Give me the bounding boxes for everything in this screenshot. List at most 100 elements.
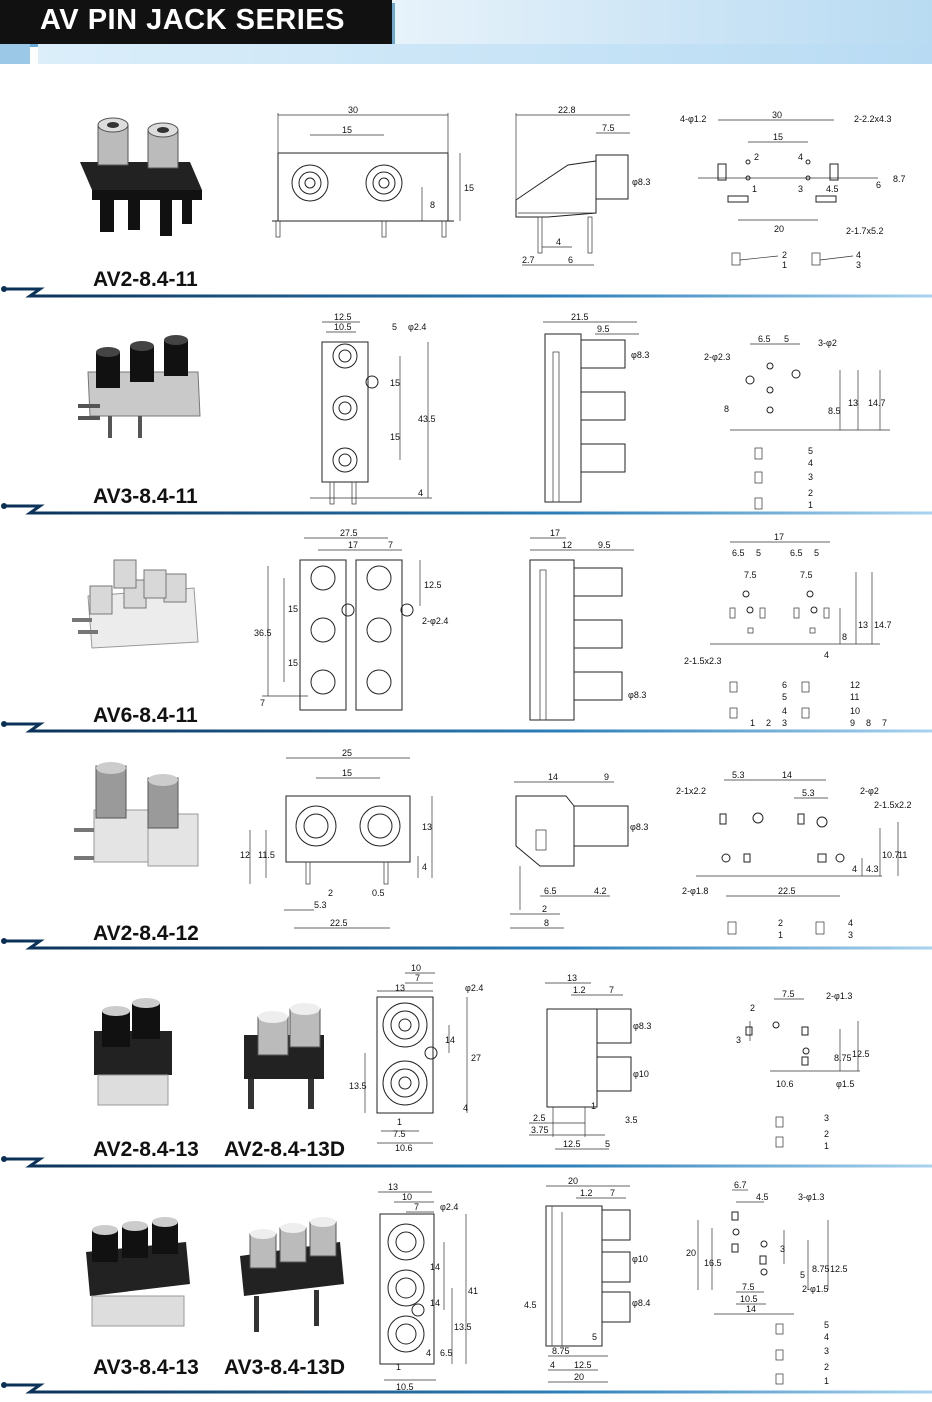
dim-label: 2: [750, 1003, 755, 1013]
side-dim-labels: 14 9 φ8.3 6.5 4.2 2 8: [542, 772, 648, 928]
dim-label: 25: [342, 748, 352, 758]
dim-label: 7: [260, 698, 265, 708]
dim-label: 15: [288, 658, 298, 668]
dim-label: φ8.3: [632, 177, 650, 187]
dim-label: 13: [858, 620, 868, 630]
dim-label: 3-φ1.3: [798, 1192, 824, 1202]
dim-label: 13: [395, 983, 405, 993]
dim-label: 1.2: [573, 985, 586, 995]
dim-label: 5.3: [314, 900, 327, 910]
front-view-drawing: [262, 537, 421, 711]
dim-label: φ8.3: [628, 690, 646, 700]
pin-label: 1: [778, 930, 783, 940]
dim-label: 0.5: [372, 888, 385, 898]
dim-label: 4.2: [594, 886, 607, 896]
pin-label: 1: [750, 718, 755, 728]
product-name-variant: AV2-8.4-13D: [224, 1138, 345, 1161]
product-name: AV6-8.4-11: [93, 704, 198, 727]
dim-label: 3: [780, 1244, 785, 1254]
pcb-layout-drawing: [730, 343, 890, 510]
front-dim-labels: 12.5 10.5 5 φ2.4 15 43.5 15 4: [334, 312, 436, 498]
title-bar: AV PIN JACK SERIES: [0, 0, 392, 44]
dim-label: 4: [422, 862, 427, 872]
dim-label: 6.5: [440, 1348, 453, 1358]
pin-label: 5: [808, 446, 813, 456]
dim-label: 8.5: [828, 406, 841, 416]
dim-label: 5.3: [802, 788, 815, 798]
dim-label: φ8.4: [632, 1298, 650, 1308]
pcb-layout-drawing: [697, 1189, 829, 1385]
product-section-av3-8.4-13: AV3-8.4-13 AV3-8.4-13D 13 10 7 φ2.4 14 1…: [0, 1172, 932, 1392]
pin-label: 1: [752, 184, 757, 194]
pin-label: 4: [782, 706, 787, 716]
pin-label: 10: [850, 706, 860, 716]
pcb-dim-labels: 2-1x2.2 5.3 14 5.3 2-φ2 2-1.5x2.2 2-φ1.8…: [676, 770, 912, 940]
dim-label: 5: [800, 1270, 805, 1280]
dim-label: 4: [556, 237, 561, 247]
dim-label: 6.5: [758, 334, 771, 344]
dim-label: 14: [548, 772, 558, 782]
dim-label: 6.5: [544, 886, 557, 896]
pin-label: 2: [778, 918, 783, 928]
dim-label: 14: [430, 1298, 440, 1308]
dim-label: 20: [568, 1176, 578, 1186]
dim-label: 5: [605, 1139, 610, 1149]
dim-label: 2: [328, 888, 333, 898]
dim-label: 15: [288, 604, 298, 614]
dim-label: 7.5: [742, 1282, 755, 1292]
pin-label: 9: [850, 718, 855, 728]
side-view-drawing: [515, 113, 630, 266]
front-view-drawing: [272, 113, 461, 238]
title-accent: [0, 44, 30, 64]
dim-label: 7.5: [800, 570, 813, 580]
front-view-drawing: [364, 972, 468, 1144]
pin-label: 12: [850, 680, 860, 690]
pin-label: 3: [824, 1113, 829, 1123]
side-view-drawing: [510, 781, 629, 929]
product-name: AV2-8.4-13: [93, 1138, 199, 1161]
side-view-drawing: [529, 982, 632, 1150]
dim-label: 9: [604, 772, 609, 782]
side-dim-labels: 22.8 7.5 φ8.3 4 2.7 6: [522, 105, 650, 265]
pin-label: 11: [850, 692, 859, 702]
dim-label: 2-1x2.2: [676, 786, 706, 796]
dim-label: 7: [609, 985, 614, 995]
pcb-layout-drawing: [698, 119, 878, 266]
pcb-dim-labels: 6.7 4.5 3-φ1.3 20 16.5 3 5 8.75 12.5 7.5…: [686, 1180, 848, 1386]
side-dim-labels: 20 1.2 7 φ10 φ8.4 4.5 5 8.75 12.5 4 20: [524, 1176, 650, 1382]
product-name: AV2-8.4-12: [93, 922, 199, 945]
dim-label: 3: [736, 1035, 741, 1045]
pin-label: 2: [782, 250, 787, 260]
dim-label: 3-φ2: [818, 338, 837, 348]
product-section-av2-8.4-12: AV2-8.4-12 25 15 13 12 11.5 4 2 0.5 5.3 …: [0, 736, 932, 954]
dim-label: 5: [784, 334, 789, 344]
pin-label: 4: [808, 458, 813, 468]
title-accent-band: [38, 44, 932, 64]
section-divider: [1, 938, 932, 950]
dim-label: 10.5: [740, 1294, 758, 1304]
dim-label: 41: [468, 1286, 478, 1296]
dim-label: 17: [550, 528, 560, 538]
front-dim-labels: 13 10 7 φ2.4 14 14 41 13.5 4 6.5 1 10.5: [388, 1182, 478, 1392]
pin-label: 8: [866, 718, 871, 728]
dim-label: 4.3: [866, 864, 879, 874]
dim-label: 13: [848, 398, 858, 408]
pin-label: 4: [824, 1332, 829, 1342]
pcb-layout-drawing: [710, 541, 880, 719]
pcb-layout-drawing: [696, 779, 899, 935]
dim-label: 20: [774, 224, 784, 234]
dim-label: 5.3: [732, 770, 745, 780]
dim-label: 2-φ2.3: [704, 352, 730, 362]
dim-label: 6: [876, 180, 881, 190]
dim-label: φ1.5: [836, 1079, 854, 1089]
dim-label: 2-1.5x2.3: [684, 656, 722, 666]
dim-label: 4.5: [756, 1192, 769, 1202]
product-photo-d: [240, 1217, 344, 1332]
dim-label: 1: [396, 1362, 401, 1372]
dim-label: φ10: [633, 1069, 649, 1079]
page-title: AV PIN JACK SERIES: [40, 4, 345, 36]
front-view-drawing: [378, 1191, 467, 1381]
dim-label: 15: [464, 183, 474, 193]
pin-label: 5: [782, 692, 787, 702]
dim-label: 2-2.2x4.3: [854, 114, 892, 124]
